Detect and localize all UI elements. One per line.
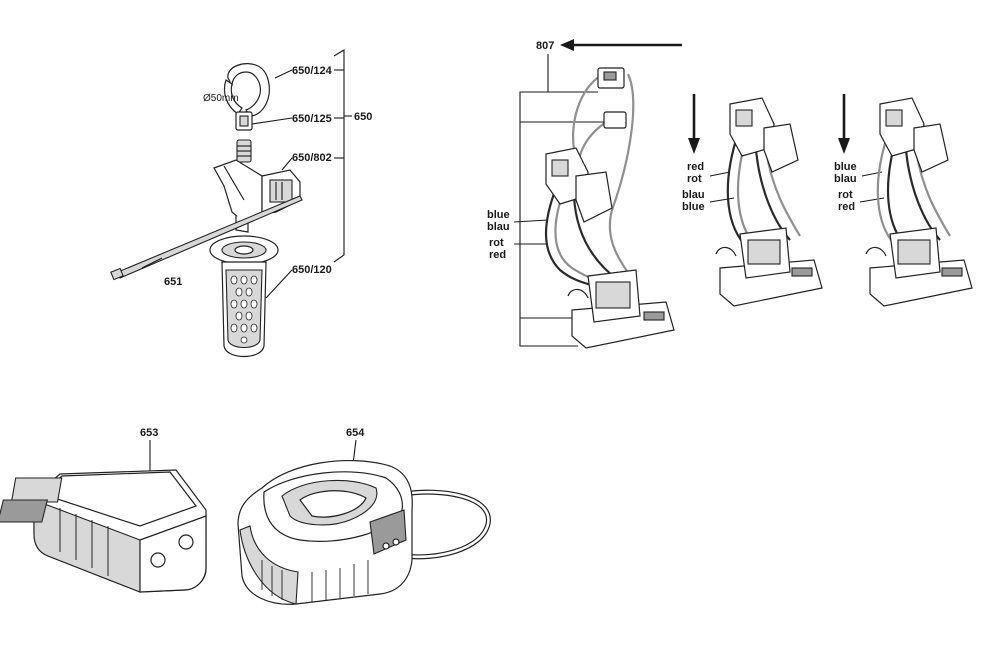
label-blau-main: blau xyxy=(487,221,510,233)
label-807: 807 xyxy=(536,40,554,52)
arrow-left-icon xyxy=(560,39,574,51)
label-653: 653 xyxy=(140,427,158,439)
charger-icon: 654 xyxy=(237,427,491,605)
bolt-icon xyxy=(236,139,252,163)
label-650: 650 xyxy=(354,111,372,123)
depth-rod-icon xyxy=(110,195,303,281)
label-650-125: 650/125 xyxy=(292,113,332,125)
label-650-802: 650/802 xyxy=(292,152,332,164)
battery-pack-icon: 653 xyxy=(0,427,207,593)
clamp-band-icon xyxy=(223,63,270,131)
label-blau-v2: blau xyxy=(682,189,705,201)
arrow-down-icon xyxy=(838,138,850,154)
label-650-124: 650/124 xyxy=(292,65,333,77)
side-handle-assembly: 650/124 Ø50mm 650/125 650 650/802 651 65… xyxy=(110,49,372,357)
label-blue-v3: blue xyxy=(834,161,857,173)
wiring-assembly-main: 807 blue blau rot red xyxy=(487,39,682,349)
label-red-v2: red xyxy=(687,161,704,173)
wiring-variant-blue: blue blau rot red xyxy=(834,94,973,307)
label-blau-v3: blau xyxy=(834,173,857,185)
label-blue-v2: blue xyxy=(682,201,705,213)
label-rot-v3: rot xyxy=(838,189,853,201)
label-blue-main: blue xyxy=(487,209,510,221)
label-651: 651 xyxy=(164,276,182,288)
handle-head-icon xyxy=(213,159,301,233)
label-654: 654 xyxy=(346,427,365,439)
label-650-120: 650/120 xyxy=(292,264,332,276)
label-rot-main: rot xyxy=(489,237,504,249)
grip-icon xyxy=(209,235,279,357)
label-red-v3: red xyxy=(838,201,855,213)
label-diameter: Ø50mm xyxy=(203,93,239,104)
arrow-down-icon xyxy=(688,138,700,154)
label-rot-v2: rot xyxy=(687,173,702,185)
label-red-main: red xyxy=(489,249,506,261)
wiring-variant-red: red rot blau blue xyxy=(682,94,823,307)
